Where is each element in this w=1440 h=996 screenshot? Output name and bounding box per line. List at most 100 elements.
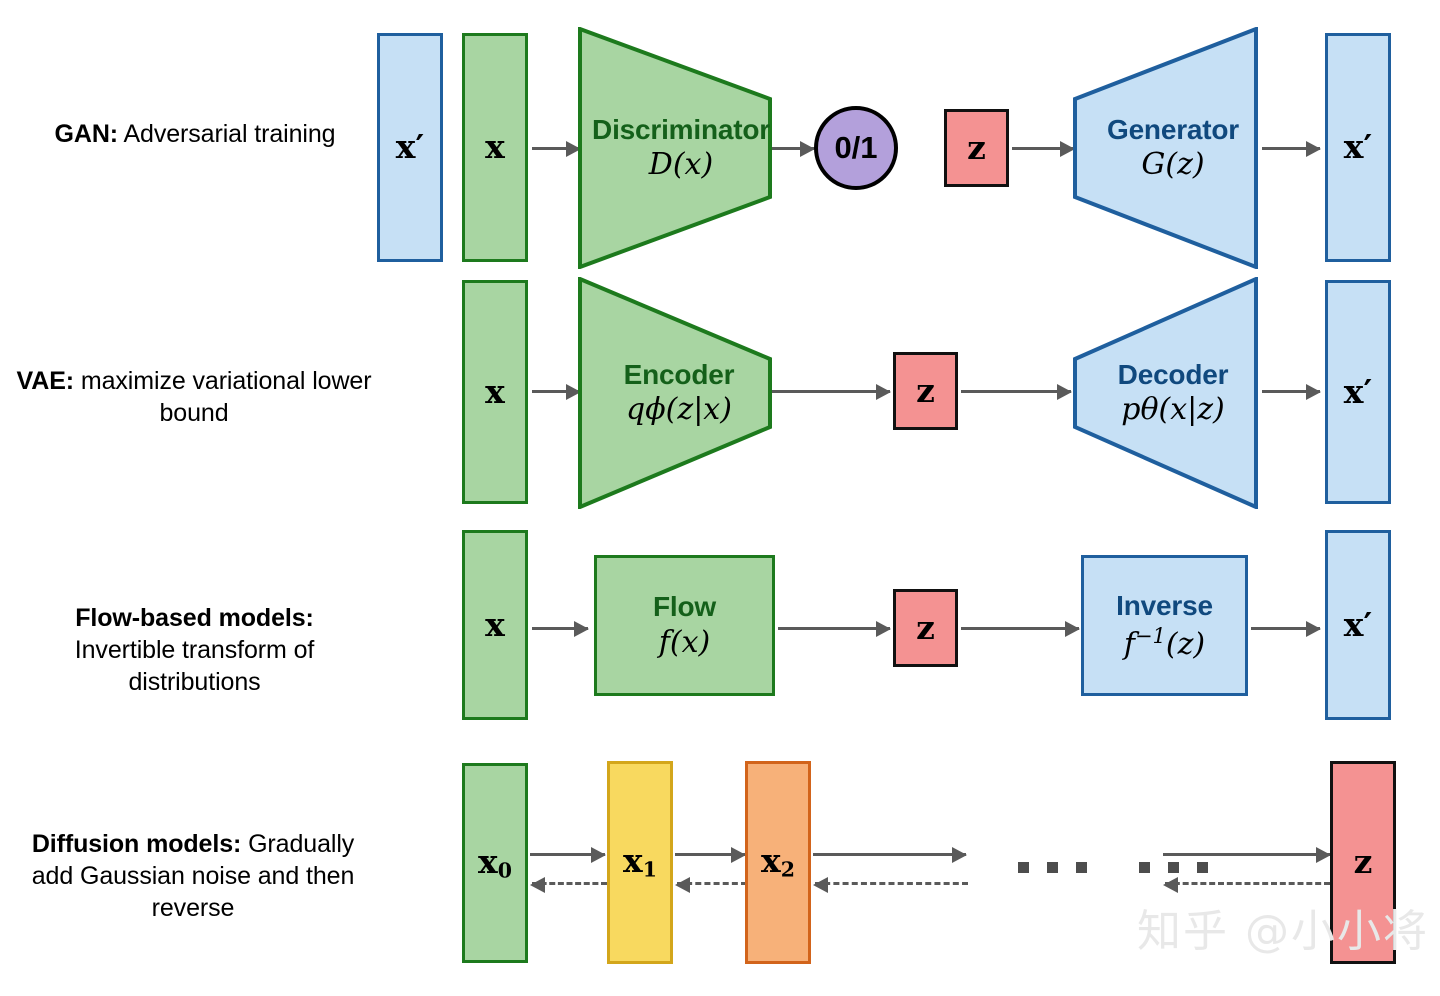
gan-arrow-x-to-discriminator bbox=[532, 147, 580, 150]
vae-z-box: z bbox=[893, 352, 958, 430]
inverse-formula-arg: (z) bbox=[1165, 626, 1206, 662]
encoder-title: Encoder bbox=[623, 359, 735, 390]
gan-xprime-left-box: x′ bbox=[377, 33, 443, 262]
flow-formula: f(x) bbox=[658, 625, 711, 660]
flow-arrow-z-to-inverse bbox=[961, 627, 1079, 630]
gan-decision-node: 0/1 bbox=[814, 106, 898, 190]
gan-arrow-z-to-generator bbox=[1012, 147, 1074, 150]
vae-xprime-box: x′ bbox=[1325, 280, 1391, 504]
diffusion-arrow-reverse-2-1 bbox=[677, 882, 747, 885]
ellipsis-dot bbox=[1047, 862, 1058, 873]
diffusion-ellipsis bbox=[1018, 862, 1208, 873]
vae-encoder: Encoder qϕ(z|x) bbox=[578, 277, 772, 509]
inverse-formula: f−1(z) bbox=[1124, 624, 1205, 662]
diffusion-x0-sub: 0 bbox=[497, 858, 512, 883]
vae-arrow-encoder-to-z bbox=[772, 390, 890, 393]
diffusion-arrow-forward-1-2 bbox=[675, 853, 745, 856]
discriminator-title: Discriminator bbox=[592, 114, 770, 145]
vae-z-label: z bbox=[916, 370, 935, 410]
vae-x-input-box: x bbox=[462, 280, 528, 504]
vae-arrow-z-to-decoder bbox=[961, 390, 1071, 393]
gan-xprime-right-label: x′ bbox=[1343, 127, 1373, 167]
flow-xprime-box: x′ bbox=[1325, 530, 1391, 720]
flow-z-label: z bbox=[916, 607, 935, 647]
discriminator-formula: D(x) bbox=[648, 147, 714, 182]
encoder-trapezoid-icon bbox=[578, 277, 772, 509]
diffusion-z-label: z bbox=[1353, 842, 1373, 882]
caption-rest-diffusion: Gradually add Gaussian noise and then re… bbox=[31, 830, 355, 922]
row-caption-vae: VAE: maximize variational lower bound bbox=[14, 365, 374, 429]
flow-x-input-box: x bbox=[462, 530, 528, 720]
diffusion-x0-label: x0 bbox=[478, 841, 512, 883]
diffusion-arrow-reverse-z-dots bbox=[1165, 882, 1330, 885]
flow-arrow-flow-to-z bbox=[778, 627, 890, 630]
flow-module: Flow f(x) bbox=[594, 555, 775, 696]
caption-rest-vae: maximize variational lower bound bbox=[74, 367, 372, 427]
inverse-formula-exp: −1 bbox=[1134, 623, 1166, 648]
diffusion-x0-box: x0 bbox=[462, 763, 528, 963]
flow-z-box: z bbox=[893, 589, 958, 667]
caption-bold-gan: GAN: bbox=[54, 120, 119, 148]
row-caption-flow: Flow-based models: Invertible transform … bbox=[22, 602, 367, 698]
inverse-formula-base: f bbox=[1123, 626, 1135, 662]
ellipsis-dot bbox=[1018, 862, 1029, 873]
vae-xprime-label: x′ bbox=[1343, 371, 1373, 411]
diffusion-arrow-forward-2-dots bbox=[813, 853, 966, 856]
caption-rest-flow: Invertible transform of distributions bbox=[74, 636, 315, 696]
diffusion-x2-label: x2 bbox=[761, 841, 795, 882]
decoder-title: Decoder bbox=[1117, 359, 1229, 390]
inverse-title: Inverse bbox=[1116, 589, 1213, 621]
diffusion-x1-base: x bbox=[623, 841, 643, 881]
decoder-formula: pθ(x|z) bbox=[1121, 392, 1225, 427]
decoder-trapezoid-icon bbox=[1073, 277, 1258, 509]
gan-x-input-box: x bbox=[462, 33, 528, 262]
vae-decoder: Decoder pθ(x|z) bbox=[1072, 277, 1258, 509]
encoder-formula: qϕ(z|x) bbox=[626, 392, 732, 427]
diffusion-arrow-forward-0-1 bbox=[530, 853, 605, 856]
vae-x-input-label: x bbox=[485, 371, 505, 411]
diffusion-z-box: z bbox=[1330, 761, 1396, 964]
ellipsis-dot bbox=[1168, 862, 1179, 873]
gan-xprime-right-box: x′ bbox=[1325, 33, 1391, 262]
discriminator-trapezoid-icon bbox=[578, 27, 772, 269]
row-caption-gan: GAN: Adversarial training bbox=[40, 118, 350, 150]
diffusion-arrow-reverse-dots-2 bbox=[815, 882, 968, 885]
gan-discriminator: Discriminator D(x) bbox=[578, 27, 772, 269]
flow-arrow-x-to-flow bbox=[532, 627, 588, 630]
diffusion-arrow-reverse-1-0 bbox=[532, 882, 607, 885]
gan-x-input-label: x bbox=[485, 127, 505, 167]
caption-bold-diffusion: Diffusion models: bbox=[31, 830, 242, 858]
diffusion-x1-box: x1 bbox=[607, 761, 673, 964]
gan-z-box: z bbox=[944, 109, 1009, 187]
caption-rest-gan: Adversarial training bbox=[118, 120, 336, 148]
ellipsis-dot bbox=[1139, 862, 1150, 873]
flow-inverse-module: Inverse f−1(z) bbox=[1081, 555, 1248, 696]
diffusion-x2-sub: 2 bbox=[780, 857, 795, 882]
generator-trapezoid-icon bbox=[1073, 27, 1258, 269]
vae-arrow-decoder-to-xprime bbox=[1262, 390, 1320, 393]
diffusion-x2-base: x bbox=[761, 841, 781, 881]
diffusion-arrow-forward-dots-z bbox=[1163, 853, 1330, 856]
diffusion-x2-box: x2 bbox=[745, 761, 811, 964]
gan-decision-label: 0/1 bbox=[834, 130, 878, 165]
gan-arrow-discriminator-to-decision bbox=[772, 147, 814, 150]
ellipsis-dot bbox=[1076, 862, 1087, 873]
diffusion-x0-base: x bbox=[478, 841, 498, 881]
flow-xprime-label: x′ bbox=[1343, 604, 1373, 644]
ellipsis-gap bbox=[1105, 867, 1121, 868]
watermark: 知乎 @小小将 bbox=[1137, 906, 1429, 957]
gan-arrow-generator-to-xprime bbox=[1262, 147, 1320, 150]
generator-formula: G(z) bbox=[1141, 147, 1205, 182]
caption-bold-flow: Flow-based models: bbox=[75, 604, 314, 632]
flow-title: Flow bbox=[653, 591, 716, 622]
row-caption-diffusion: Diffusion models: Gradually add Gaussian… bbox=[18, 828, 368, 924]
gan-generator: Generator G(z) bbox=[1072, 27, 1258, 269]
ellipsis-dot bbox=[1197, 862, 1208, 873]
caption-bold-vae: VAE: bbox=[16, 367, 75, 395]
gan-z-label: z bbox=[967, 127, 986, 167]
gan-xprime-left-label: x′ bbox=[395, 127, 425, 167]
diffusion-x1-sub: 1 bbox=[642, 857, 657, 882]
flow-x-input-label: x bbox=[485, 604, 505, 644]
vae-arrow-x-to-encoder bbox=[532, 390, 580, 393]
